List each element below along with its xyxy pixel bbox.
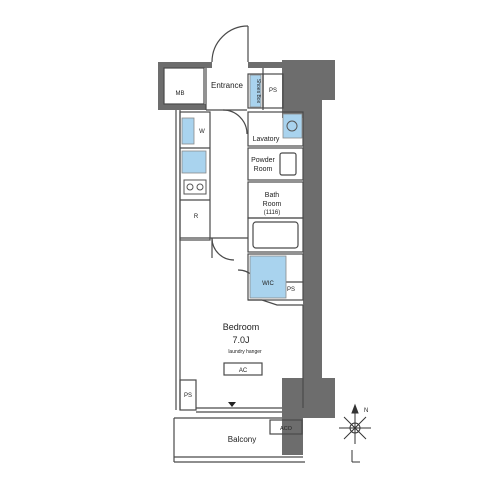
compass-icon (339, 403, 371, 463)
label-shoes-box: Shoes Box (255, 79, 261, 104)
label-ps-wic: PS (287, 287, 295, 293)
structural-walls (158, 60, 335, 455)
shoes-box-fill (249, 74, 262, 108)
label-bedroom-size: 7.0J (232, 335, 249, 345)
label-bath-1: Bath (265, 192, 280, 199)
lavatory-sink (282, 113, 303, 139)
label-bath-size: (1116) (264, 210, 280, 216)
label-bedroom: Bedroom (223, 322, 260, 332)
label-aco: ACO (280, 426, 293, 432)
stove-icon (183, 179, 207, 195)
label-lavatory: Lavatory (253, 136, 280, 143)
label-ps-bottom: PS (184, 393, 192, 399)
kitchen-sink (181, 150, 207, 174)
compass-north-label: N (364, 408, 368, 414)
label-wic: WIC (262, 281, 274, 287)
label-ps-top: PS (269, 88, 277, 94)
label-r: R (194, 214, 199, 220)
label-laundry-hanger: laundry hanger (228, 349, 262, 355)
label-powder-2: Room (254, 166, 273, 173)
label-bath-2: Room (263, 201, 282, 208)
label-mb: MB (176, 91, 185, 97)
label-entrance: Entrance (211, 81, 244, 90)
faucet-icon (286, 120, 298, 132)
label-powder-1: Powder (251, 157, 275, 164)
wic-fill (249, 255, 287, 299)
door-marker-icon (228, 402, 236, 407)
label-balcony: Balcony (228, 435, 256, 444)
fixtures (181, 74, 303, 299)
label-w: W (199, 129, 205, 135)
label-ac: AC (239, 368, 248, 374)
room-labels: Entrance Shoes Box PS MB Lavatory W Powd… (176, 79, 296, 444)
interior-walls (163, 25, 305, 463)
washer-space (181, 117, 195, 145)
